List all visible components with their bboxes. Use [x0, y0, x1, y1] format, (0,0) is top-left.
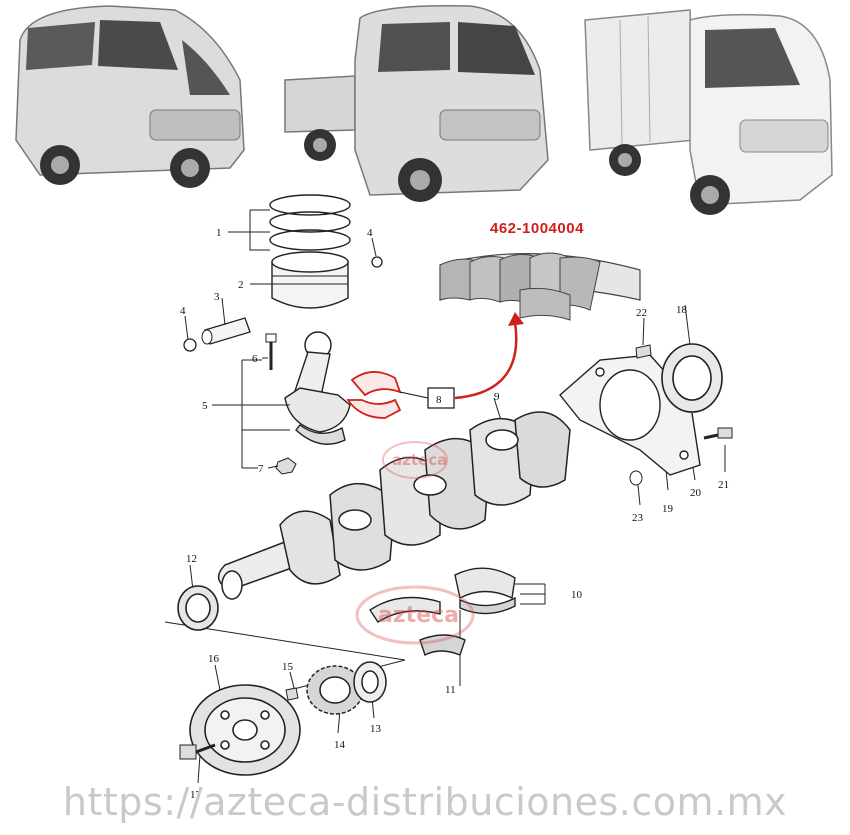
callout-18: 18 — [676, 304, 688, 316]
callout-2: 2 — [238, 279, 244, 291]
callout-21: 21 — [718, 479, 729, 491]
callout-9: 9 — [494, 391, 500, 403]
piston — [271, 251, 349, 309]
vehicle-pickup-truck — [284, 5, 549, 202]
callout-10: 10 — [571, 589, 583, 601]
callout-11: 11 — [445, 684, 456, 696]
vehicle-box-truck — [584, 9, 833, 215]
callout-12: 12 — [186, 553, 197, 565]
callout-16: 16 — [208, 653, 220, 665]
callout-4-right: 4 — [367, 227, 373, 239]
callout-8: 8 — [436, 394, 442, 406]
callout-14: 14 — [334, 739, 346, 751]
bolt-21 — [703, 427, 733, 440]
callout-8-box — [427, 387, 455, 409]
conrod-nut — [275, 457, 297, 475]
callout-5: 5 — [202, 400, 208, 412]
callout-6: 6 — [252, 353, 258, 365]
callout-7: 7 — [258, 463, 264, 475]
rear-oil-seal — [661, 343, 723, 413]
svg-text:azteca: azteca — [378, 603, 459, 628]
svg-text:azteca: azteca — [392, 451, 447, 469]
callout-13: 13 — [370, 723, 382, 735]
timing-sprocket — [306, 665, 364, 715]
main-bearing-set — [439, 252, 641, 321]
main-bearing-lower — [369, 596, 466, 657]
woodruff-key — [285, 687, 299, 701]
website-watermark: https://azteca-distribuciones.com.mx — [62, 780, 788, 824]
vehicle-van — [15, 5, 245, 188]
conrod-bearing-highlight — [346, 371, 429, 419]
highlight-arrow — [454, 312, 524, 400]
conrod-bolt — [265, 333, 277, 370]
snap-ring-left — [183, 338, 197, 352]
piston-rings — [269, 194, 351, 251]
watermark-logo-lower: azteca — [355, 585, 475, 645]
plug-23 — [629, 470, 643, 486]
callout-19: 19 — [662, 503, 674, 515]
watermark-logo-center: azteca — [382, 441, 448, 479]
main-bearing-upper — [454, 567, 516, 615]
callout-17: 17 — [190, 789, 202, 801]
callout-23: 23 — [632, 512, 644, 524]
callout-22: 22 — [636, 307, 647, 319]
snap-ring-right — [371, 256, 383, 268]
callout-3: 3 — [214, 291, 220, 303]
part-number: 462-1004004 — [490, 220, 584, 237]
piston-pin — [201, 317, 251, 345]
oil-slinger — [353, 661, 387, 703]
callout-15: 15 — [282, 661, 294, 673]
callout-1: 1 — [216, 227, 222, 239]
dowel-pin-22 — [635, 344, 652, 359]
callout-4-left: 4 — [180, 305, 186, 317]
connecting-rod — [284, 331, 351, 445]
pulley-bolt — [179, 743, 216, 760]
crankshaft — [217, 411, 571, 600]
callout-20: 20 — [690, 487, 702, 499]
front-oil-seal — [177, 585, 219, 631]
crank-pulley — [189, 684, 301, 776]
